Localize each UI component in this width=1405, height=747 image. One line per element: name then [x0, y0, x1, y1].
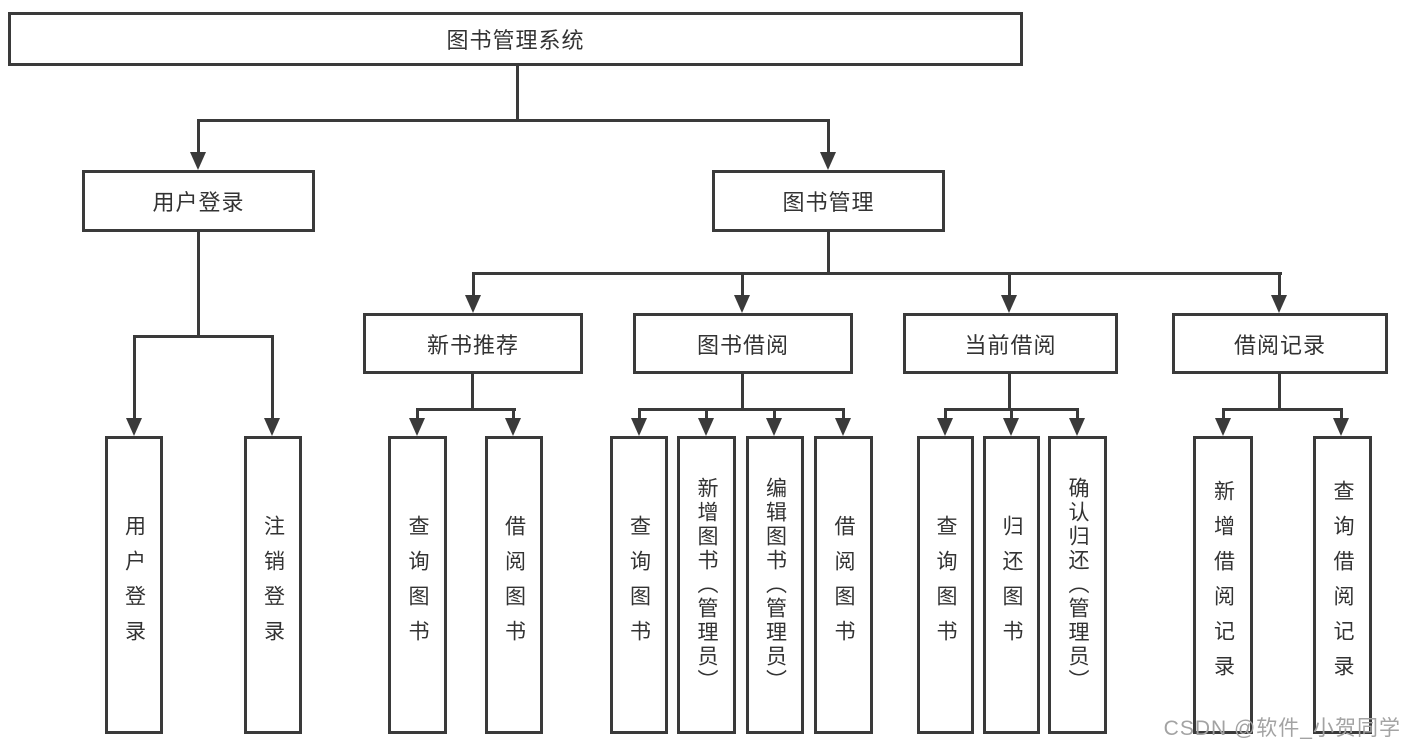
connector-section-span [416, 408, 516, 411]
connector-section-drop [741, 374, 744, 408]
leaf-label: 归还图书 [1000, 515, 1023, 655]
arrow-down [766, 418, 782, 436]
node-library-management-system: 图书管理系统 [8, 12, 1023, 66]
arrow-down [631, 418, 647, 436]
node-current-borrow: 当前借阅 [903, 313, 1118, 374]
leaf-query-borrow-record: 查询借阅记录 [1313, 436, 1372, 734]
csdn-watermark: CSDN @软件_小贺同学 [1163, 717, 1401, 740]
node-book-borrow: 图书借阅 [633, 313, 853, 374]
arrow-down [1001, 295, 1017, 313]
connector-drop-leaf [842, 408, 845, 424]
connector-drop-leaf [133, 335, 136, 422]
arrow-down [734, 295, 750, 313]
connector-root-span [197, 119, 830, 122]
connector-drop-book-management [827, 119, 830, 158]
connector-drop-section [1008, 272, 1011, 301]
leaf-return-books: 归还图书 [983, 436, 1040, 734]
node-label: 图书管理系统 [446, 28, 585, 53]
connector-drop-leaf [1010, 408, 1013, 424]
arrow-down [409, 418, 425, 436]
node-borrow-records: 借阅记录 [1172, 313, 1388, 374]
leaf-label: 查询图书 [406, 515, 429, 655]
connector-drop-leaf [1222, 408, 1225, 424]
node-label: 借阅记录 [1233, 332, 1326, 358]
node-label: 新书推荐 [426, 332, 519, 358]
arrow-down [190, 152, 206, 170]
connector-drop-leaf [705, 408, 708, 424]
connector-root-drop [516, 66, 519, 119]
node-label: 用户登录 [152, 190, 245, 215]
connector-drop-leaf [944, 408, 947, 424]
connector-book-management-drop [827, 232, 830, 272]
arrow-down [1215, 418, 1231, 436]
leaf-edit-books-admin: 编辑图书（管理员） [746, 436, 804, 734]
leaf-user-login: 用户登录 [105, 436, 163, 734]
connector-section-span [638, 408, 845, 411]
connector-drop-user-login [197, 119, 200, 158]
arrow-down [1333, 418, 1349, 436]
arrow-down [835, 418, 851, 436]
connector-drop-leaf [638, 408, 641, 424]
leaf-add-borrow-record: 新增借阅记录 [1193, 436, 1253, 734]
node-label: 图书借阅 [696, 332, 789, 358]
connector-drop-leaf [1340, 408, 1343, 424]
leaf-label: 查询图书 [934, 515, 957, 655]
leaf-label: 新增借阅记录 [1211, 480, 1235, 690]
node-label: 当前借阅 [964, 332, 1057, 358]
arrow-down [698, 418, 714, 436]
node-new-book-recommend: 新书推荐 [363, 313, 583, 374]
arrow-down [1003, 418, 1019, 436]
connector-drop-leaf [773, 408, 776, 424]
arrow-down [126, 418, 142, 436]
leaf-query-books: 查询图书 [610, 436, 668, 734]
connector-drop-section [1278, 272, 1281, 301]
connector-drop-leaf [416, 408, 419, 424]
connector-section-span [1222, 408, 1343, 411]
leaf-logout: 注销登录 [244, 436, 302, 734]
leaf-label: 借阅图书 [832, 515, 855, 655]
arrow-down [1271, 295, 1287, 313]
arrow-down [465, 295, 481, 313]
arrow-down [1069, 418, 1085, 436]
connector-section-drop [1008, 374, 1011, 408]
connector-user-login-drop [197, 232, 200, 335]
connector-book-management-span [472, 272, 1282, 275]
node-book-management: 图书管理 [712, 170, 945, 232]
connector-section-drop [1278, 374, 1281, 408]
connector-drop-leaf [271, 335, 274, 422]
arrow-down [820, 152, 836, 170]
node-label: 图书管理 [782, 190, 875, 215]
leaf-query-books: 查询图书 [917, 436, 974, 734]
connector-user-login-span [133, 335, 273, 338]
leaf-label: 新增图书（管理员） [695, 477, 718, 693]
connector-drop-leaf [512, 408, 515, 424]
arrow-down [937, 418, 953, 436]
connector-drop-section [472, 272, 475, 301]
leaf-add-books-admin: 新增图书（管理员） [677, 436, 736, 734]
leaf-label: 用户登录 [122, 515, 146, 655]
leaf-query-books: 查询图书 [388, 436, 447, 734]
leaf-borrow-books: 借阅图书 [814, 436, 873, 734]
leaf-borrow-books: 借阅图书 [485, 436, 543, 734]
leaf-label: 编辑图书（管理员） [763, 477, 787, 693]
node-user-login: 用户登录 [82, 170, 315, 232]
connector-drop-leaf [1076, 408, 1079, 424]
leaf-label: 注销登录 [261, 515, 285, 655]
leaf-label: 查询图书 [627, 515, 651, 655]
leaf-confirm-return-admin: 确认归还（管理员） [1048, 436, 1107, 734]
arrow-down [264, 418, 280, 436]
leaf-label: 查询借阅记录 [1331, 480, 1354, 690]
arrow-down [505, 418, 521, 436]
leaf-label: 确认归还（管理员） [1066, 477, 1089, 693]
connector-drop-section [741, 272, 744, 301]
connector-section-drop [471, 374, 474, 408]
leaf-label: 借阅图书 [502, 515, 526, 655]
